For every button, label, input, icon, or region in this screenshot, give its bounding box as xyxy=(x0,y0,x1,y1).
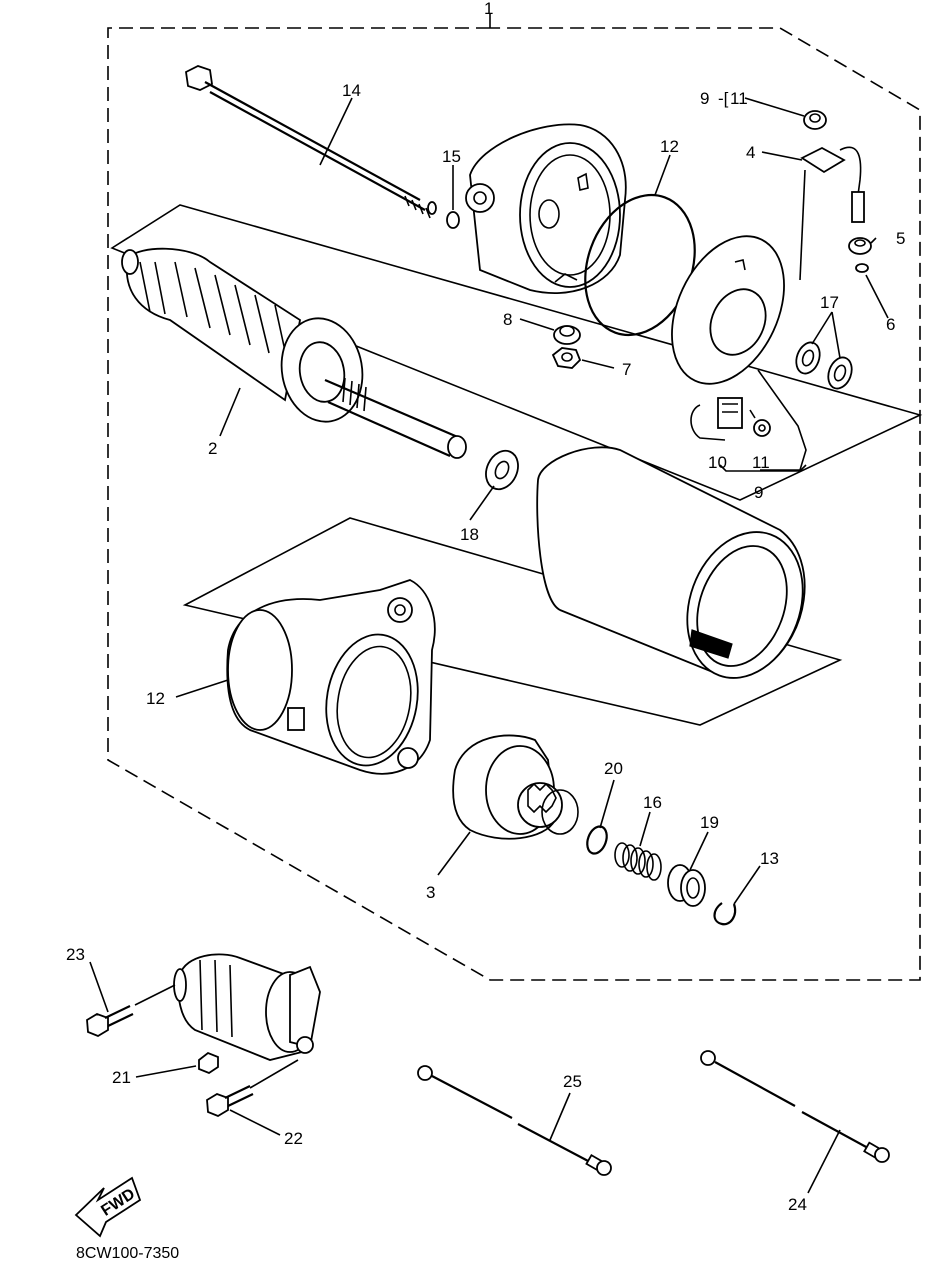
lead-wire-25 xyxy=(417,1065,612,1176)
callout-13: 13 xyxy=(760,849,779,868)
callout-6: 6 xyxy=(886,315,895,334)
callout-9-bottom: 9 xyxy=(754,483,763,502)
callout-19: 19 xyxy=(700,813,719,832)
callout-11-bottom: 11 xyxy=(752,453,770,472)
terminal-lead xyxy=(799,146,865,281)
washers-17 xyxy=(795,341,853,390)
callout-9-top: 9 xyxy=(700,89,709,108)
callout-8: 8 xyxy=(503,310,512,329)
callout-18: 18 xyxy=(460,525,479,544)
rear-cover xyxy=(465,123,627,294)
bolt-23 xyxy=(86,1005,134,1038)
callout-3: 3 xyxy=(426,883,435,902)
callout-11-top: 11 xyxy=(730,89,748,108)
fwd-arrow-icon: FWD xyxy=(74,1176,142,1238)
callout-22: 22 xyxy=(284,1129,303,1148)
callout-1: 1 xyxy=(484,0,493,18)
o-ring-6 xyxy=(855,263,869,273)
bracket-9 xyxy=(719,464,807,472)
o-ring-15 xyxy=(446,211,460,229)
ring-20 xyxy=(586,825,608,855)
callout-2: 2 xyxy=(208,439,217,458)
callout-bracket: -[ xyxy=(718,89,729,108)
nut-9-11 xyxy=(803,110,827,130)
leader-lines xyxy=(89,97,889,1194)
through-bolt xyxy=(185,65,437,219)
callout-20: 20 xyxy=(604,759,623,778)
stopper-19 xyxy=(667,864,706,907)
nut-7 xyxy=(551,347,582,369)
callout-4: 4 xyxy=(746,143,755,162)
callout-12-top: 12 xyxy=(660,137,679,156)
starter-motor-assembly xyxy=(173,953,321,1061)
callout-16: 16 xyxy=(643,793,662,812)
callout-10: 10 xyxy=(708,453,727,472)
callout-15: 15 xyxy=(442,147,461,166)
callout-25: 25 xyxy=(563,1072,582,1091)
callout-21: 21 xyxy=(112,1068,131,1087)
callout-23: 23 xyxy=(66,945,85,964)
lead-wire-24 xyxy=(700,1050,890,1163)
nut-5 xyxy=(848,237,872,255)
callout-24: 24 xyxy=(788,1195,807,1214)
callout-5: 5 xyxy=(896,229,905,248)
callout-12-left: 12 xyxy=(146,689,165,708)
brush-plate xyxy=(671,235,785,385)
callout-14: 14 xyxy=(342,81,361,100)
washer-18 xyxy=(485,449,519,491)
brush-10 xyxy=(690,397,743,441)
callout-numbers: 1 2 3 4 5 6 7 8 9 -[ 11 10 11 9 12 12 13… xyxy=(66,0,905,1214)
bolt-22 xyxy=(206,1085,254,1118)
spring-11 xyxy=(749,409,771,437)
armature xyxy=(110,204,923,501)
nut-8 xyxy=(553,325,581,345)
yoke xyxy=(182,446,843,726)
callout-7: 7 xyxy=(622,360,631,379)
diagram-code: 8CW100-7350 xyxy=(76,1245,179,1262)
nut-21 xyxy=(198,1051,219,1075)
front-cover xyxy=(226,579,436,775)
pinion-clutch xyxy=(452,734,579,840)
assembly-boundary xyxy=(107,14,921,981)
callout-17: 17 xyxy=(820,293,839,312)
circlip-13 xyxy=(713,902,737,926)
spring-16 xyxy=(614,842,662,881)
